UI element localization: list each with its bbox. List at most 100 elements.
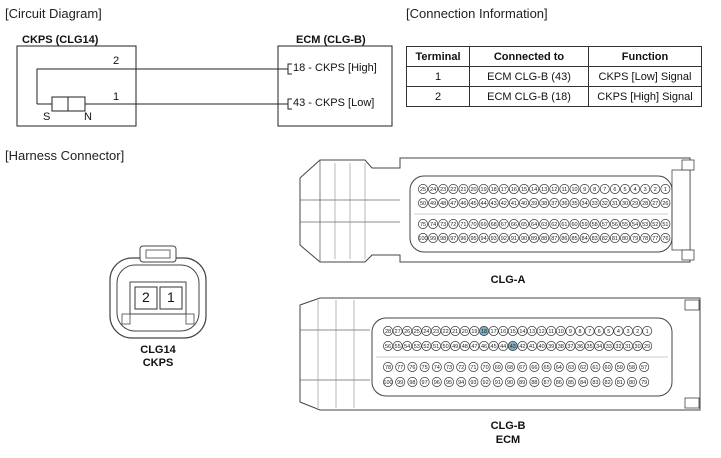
clg-b-pin-label-16: 16 xyxy=(500,329,506,335)
clg-a-pin-label-54: 54 xyxy=(632,222,638,228)
clg-b-pin-50 xyxy=(440,341,451,351)
clg-b-pin-39 xyxy=(546,341,557,351)
clg-b-pin-label-31: 31 xyxy=(625,344,631,350)
clg-b-pin-label-11: 11 xyxy=(548,329,554,335)
clg-b-pin-84 xyxy=(578,377,589,387)
clg-b-pin-18 xyxy=(479,326,489,336)
clg-b-pin-58 xyxy=(627,362,637,372)
clg-a-pin-84 xyxy=(579,233,590,243)
clg-a-pin-69 xyxy=(478,219,489,229)
clg-b-pin-label-20: 20 xyxy=(462,329,468,335)
clg-a-pin-label-32: 32 xyxy=(602,201,608,207)
clg-a-pin-label-25: 25 xyxy=(420,187,426,193)
clg-b-pin-label-23: 23 xyxy=(433,329,439,335)
clg-a-pin-2 xyxy=(650,184,661,194)
clg-b-pin-label-73: 73 xyxy=(446,365,452,371)
clg-b-pin-70 xyxy=(480,362,491,372)
clg-a-pin-label-58: 58 xyxy=(592,222,598,228)
clg-a-pin-11 xyxy=(559,184,570,194)
clg-a-pin-label-55: 55 xyxy=(622,222,628,228)
clg-a-pin-7 xyxy=(599,184,610,194)
clg-b-pin-40 xyxy=(536,341,547,351)
clg-b-pin-label-27: 27 xyxy=(395,329,401,335)
clg-a-pin-label-92: 92 xyxy=(501,236,507,242)
clg-b-pin-8 xyxy=(575,326,585,336)
clg-b-name: CLG-B xyxy=(490,420,526,432)
clg-a-pin-1 xyxy=(660,184,671,194)
clg-b-pin-2 xyxy=(632,326,643,336)
clg-b-pin-85 xyxy=(566,377,576,387)
clg-a-pin-49 xyxy=(428,198,439,208)
clg-b-pin-label-76: 76 xyxy=(409,365,415,371)
clg-b-pin-label-70: 70 xyxy=(483,365,489,371)
clg-a-pin-21 xyxy=(458,184,469,194)
clg-b-pin-74 xyxy=(431,362,442,372)
clg-b-pin-17 xyxy=(488,326,499,336)
clg-b-pin-10 xyxy=(555,326,566,336)
clg-a-pin-label-36: 36 xyxy=(561,201,567,207)
clg-b-pin-label-1: 1 xyxy=(646,329,649,335)
clg-b-pin-label-87: 87 xyxy=(544,380,550,386)
clg-b-pin-54 xyxy=(402,341,413,351)
clg-b-pin-64 xyxy=(553,362,564,372)
clg-b-pin-19 xyxy=(469,326,480,336)
clg-b-pin-label-82: 82 xyxy=(605,380,611,386)
clg-a-pin-label-94: 94 xyxy=(481,236,487,242)
circuit-diagram-heading: [Circuit Diagram] xyxy=(5,6,102,21)
clg-a-pin-92 xyxy=(498,233,509,243)
clg-b-pin-32 xyxy=(613,341,624,351)
s-label: S xyxy=(43,111,51,123)
clg-b-pin-12 xyxy=(536,326,547,336)
clg-a-pin-label-56: 56 xyxy=(612,222,618,228)
clg-a-pin-56 xyxy=(609,219,620,229)
clg-a-pin-label-44: 44 xyxy=(481,201,487,207)
connection-info-heading: [Connection Information] xyxy=(406,6,548,21)
clg-a-pin-label-76: 76 xyxy=(662,236,668,242)
clg-b-pin-46 xyxy=(479,341,489,351)
clg-b-pin-label-25: 25 xyxy=(414,329,420,335)
clg-a-pin-52 xyxy=(650,219,661,229)
clg-b-pin-label-10: 10 xyxy=(558,329,564,335)
clg-a-pin-38 xyxy=(539,198,550,208)
clg-a-pin-label-85: 85 xyxy=(571,236,577,242)
clg-a-pin-label-35: 35 xyxy=(571,201,577,207)
clg-b-pin-label-35: 35 xyxy=(587,344,593,350)
clg-b-pin-67 xyxy=(517,362,528,372)
clg-a-pin-4 xyxy=(630,184,641,194)
clg-a-pin-label-2: 2 xyxy=(654,187,657,193)
clg-a-pin-63 xyxy=(539,219,550,229)
clg-b-pin-label-34: 34 xyxy=(596,344,602,350)
clg-a-pin-45 xyxy=(468,198,479,208)
clg-b-pin-label-83: 83 xyxy=(592,380,598,386)
clg-b-pin-label-39: 39 xyxy=(548,344,554,350)
clg-a-pin-label-12: 12 xyxy=(551,187,557,193)
clg-a-pin-41 xyxy=(508,198,519,208)
clg-b-pin-57 xyxy=(639,362,650,372)
clg-b-pin-37 xyxy=(565,341,576,351)
clg-b-pin-30 xyxy=(632,341,643,351)
clg-b-pin-5 xyxy=(603,326,614,336)
wire-pin2 xyxy=(36,68,288,104)
clg-b-pin-label-24: 24 xyxy=(423,329,429,335)
clg-b-pin-87 xyxy=(541,377,552,387)
clg-b-pin-label-48: 48 xyxy=(462,344,468,350)
clg-a-pin-6 xyxy=(609,184,620,194)
clg-b-pin-62 xyxy=(578,362,589,372)
clg-a-pin-24 xyxy=(428,184,439,194)
clg-a-pin-8 xyxy=(589,184,600,194)
clg-b-pin-61 xyxy=(590,362,601,372)
clg-a-pin-label-61: 61 xyxy=(561,222,567,228)
clg-b-pin-92 xyxy=(480,377,491,387)
clg-b-pin-label-89: 89 xyxy=(519,380,525,386)
clg-a-pin-label-22: 22 xyxy=(450,187,456,193)
clg-b-pin-label-51: 51 xyxy=(433,344,439,350)
clg-b-pin-label-69: 69 xyxy=(495,365,501,371)
clg-a-pin-label-39: 39 xyxy=(531,201,537,207)
clg-b-pin-label-66: 66 xyxy=(531,365,537,371)
ecm-terminal-low xyxy=(287,98,292,110)
table-row: 2 ECM CLG-B (18) CKPS [High] Signal xyxy=(406,86,702,107)
clg-a-pin-85 xyxy=(569,233,580,243)
ecm-title: ECM (CLG-B) xyxy=(296,34,366,46)
clg-a-pin-91 xyxy=(508,233,519,243)
